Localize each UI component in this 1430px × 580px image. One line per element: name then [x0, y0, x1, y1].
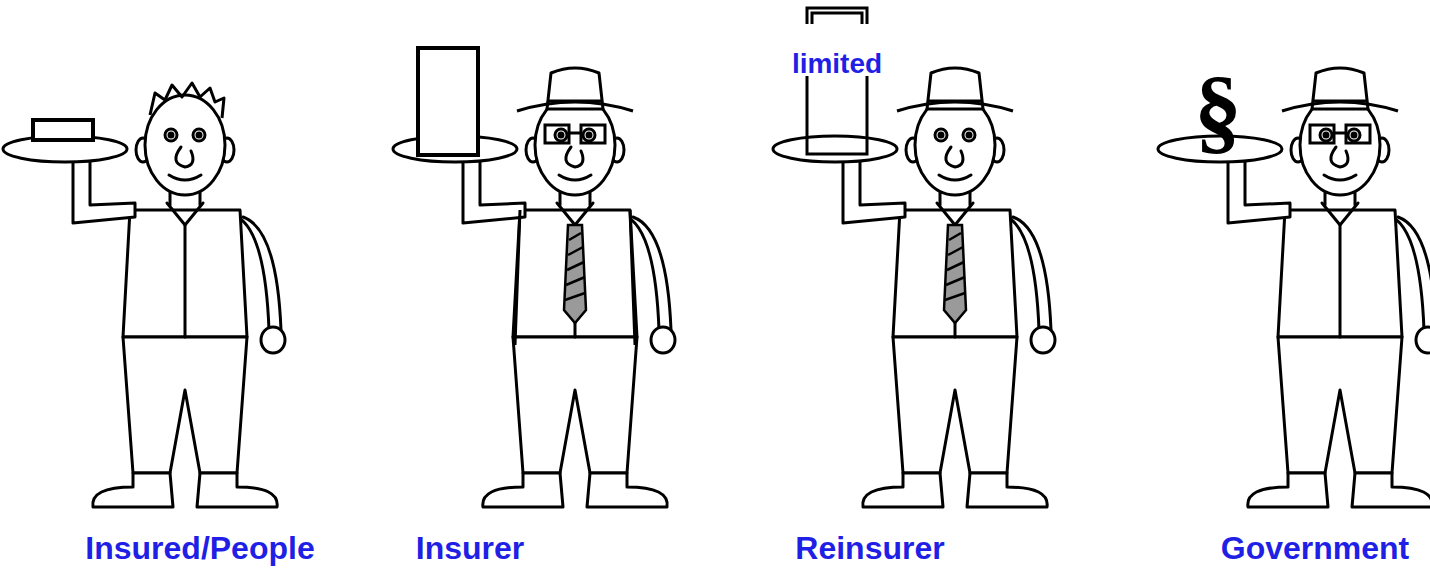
party-label: Insurer: [416, 532, 524, 564]
party-label: Reinsurer: [795, 532, 944, 564]
limit-box: limited: [805, 6, 869, 156]
party-label: Insured/People: [85, 532, 314, 564]
section-symbol: §: [1194, 62, 1242, 158]
reinsurer-figure: [773, 68, 1055, 507]
limit-text: limited: [792, 50, 882, 78]
party-label: Government: [1221, 532, 1409, 564]
box-outline-path: [807, 8, 867, 154]
broken-box-outline: [805, 6, 869, 156]
insured-figure: [3, 83, 285, 507]
insurer-figure: [393, 48, 675, 507]
